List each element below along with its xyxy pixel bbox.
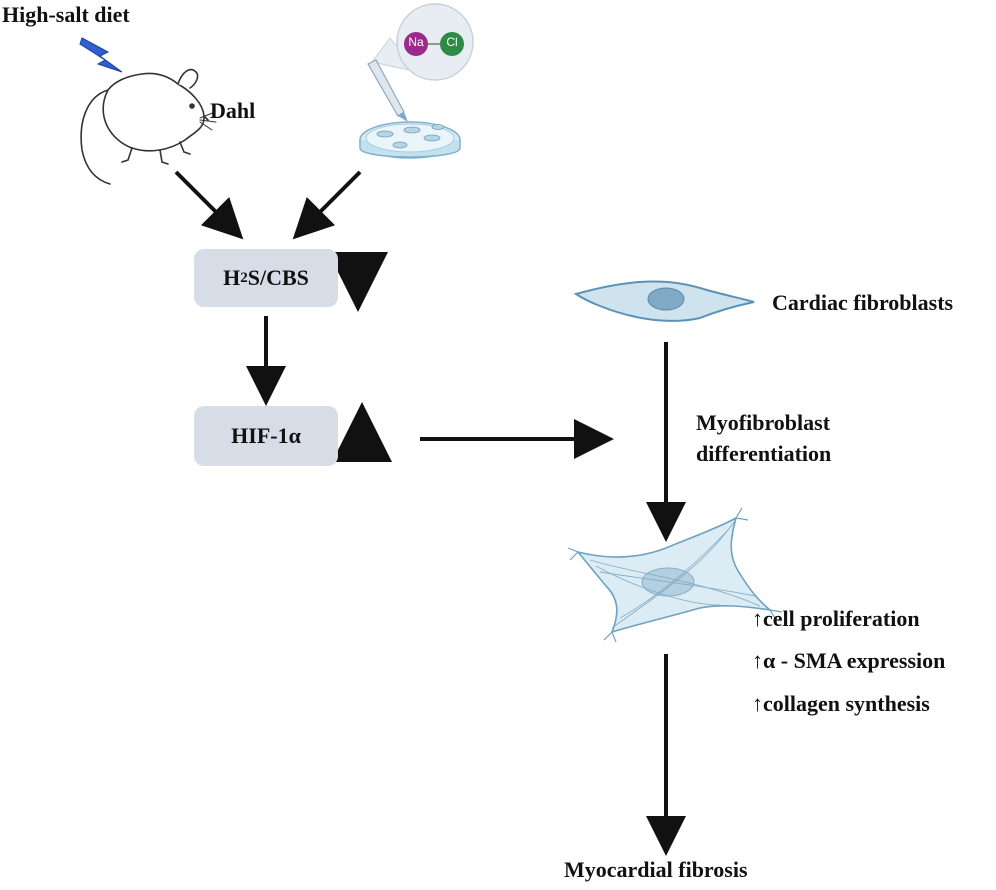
h2s-suffix: S/CBS: [247, 265, 309, 290]
arrow-dish-to-h2s: [292, 170, 362, 240]
fibroblast-cell-icon: [573, 280, 755, 322]
hif-1a-label: HIF-1α: [231, 423, 301, 448]
effects-list: ↑cell proliferation ↑α - SMA expression …: [752, 606, 945, 716]
high-salt-diet-label: High-salt diet: [2, 2, 130, 27]
differentiation-label: differentiation: [696, 441, 832, 466]
cl-ion-label: Cl: [446, 35, 458, 49]
h2s-prefix: H: [223, 265, 241, 290]
up-arrow-glyph: ↑: [752, 648, 763, 674]
effect-text: cell proliferation: [763, 606, 920, 631]
rat-icon: [80, 68, 217, 185]
dahl-label: Dahl: [210, 98, 256, 123]
effect-text: α - SMA expression: [763, 648, 946, 674]
cardiac-fibroblasts-label: Cardiac fibroblasts: [772, 290, 954, 315]
effect-item: ↑collagen synthesis: [752, 691, 945, 716]
arrow-rat-to-h2s: [174, 170, 244, 240]
myofibroblast-cell-icon: [567, 507, 783, 643]
up-arrow-glyph: ↑: [752, 606, 763, 631]
effect-item: ↑cell proliferation: [752, 606, 945, 631]
na-ion-label: Na: [408, 35, 424, 49]
effect-item: ↑α - SMA expression: [752, 648, 945, 673]
petri-dish-icon: [359, 3, 474, 159]
hif-1a-box: HIF-1α: [194, 406, 338, 466]
lightning-icon: [79, 37, 123, 73]
up-arrow-glyph: ↑: [752, 690, 763, 716]
h2s-subscript: 2: [240, 269, 248, 286]
myocardial-fibrosis-label: Myocardial fibrosis: [564, 857, 748, 882]
myofibroblast-label: Myofibroblast: [696, 410, 831, 435]
effect-text: collagen synthesis: [763, 690, 930, 716]
